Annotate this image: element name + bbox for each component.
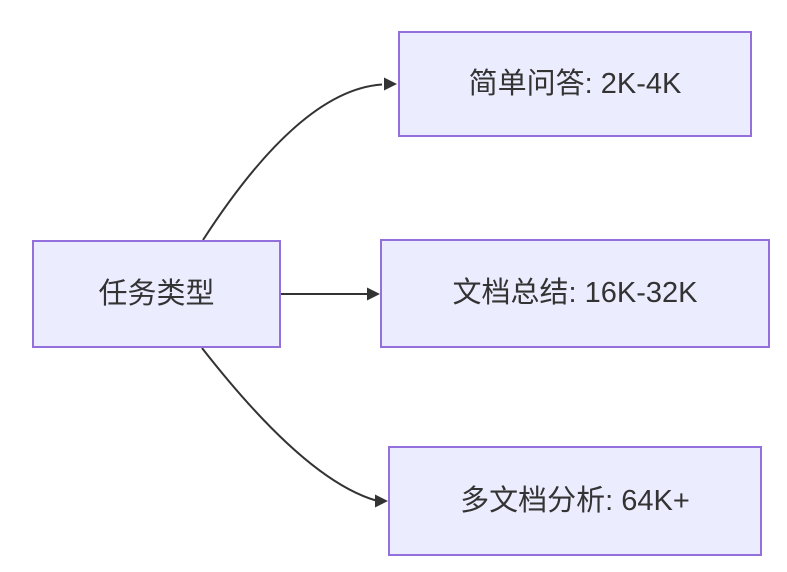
node-doc-summary-label: 文档总结: 16K-32K (452, 277, 698, 310)
node-doc-summary: 文档总结: 16K-32K (380, 239, 770, 348)
arrowhead-doc-summary (367, 287, 380, 301)
node-task-type: 任务类型 (32, 240, 281, 348)
node-task-type-label: 任务类型 (98, 277, 215, 310)
arrowhead-simple-qa (384, 77, 397, 91)
arrowhead-multi-doc (375, 494, 388, 508)
node-simple-qa: 简单问答: 2K-4K (398, 31, 752, 137)
node-simple-qa-label: 简单问答: 2K-4K (468, 67, 682, 100)
node-multi-doc-analysis-label: 多文档分析: 64K+ (460, 484, 690, 517)
edge-root-to-simple-qa (202, 83, 383, 241)
edge-root-to-multi-doc (201, 347, 377, 502)
node-multi-doc-analysis: 多文档分析: 64K+ (388, 446, 762, 556)
